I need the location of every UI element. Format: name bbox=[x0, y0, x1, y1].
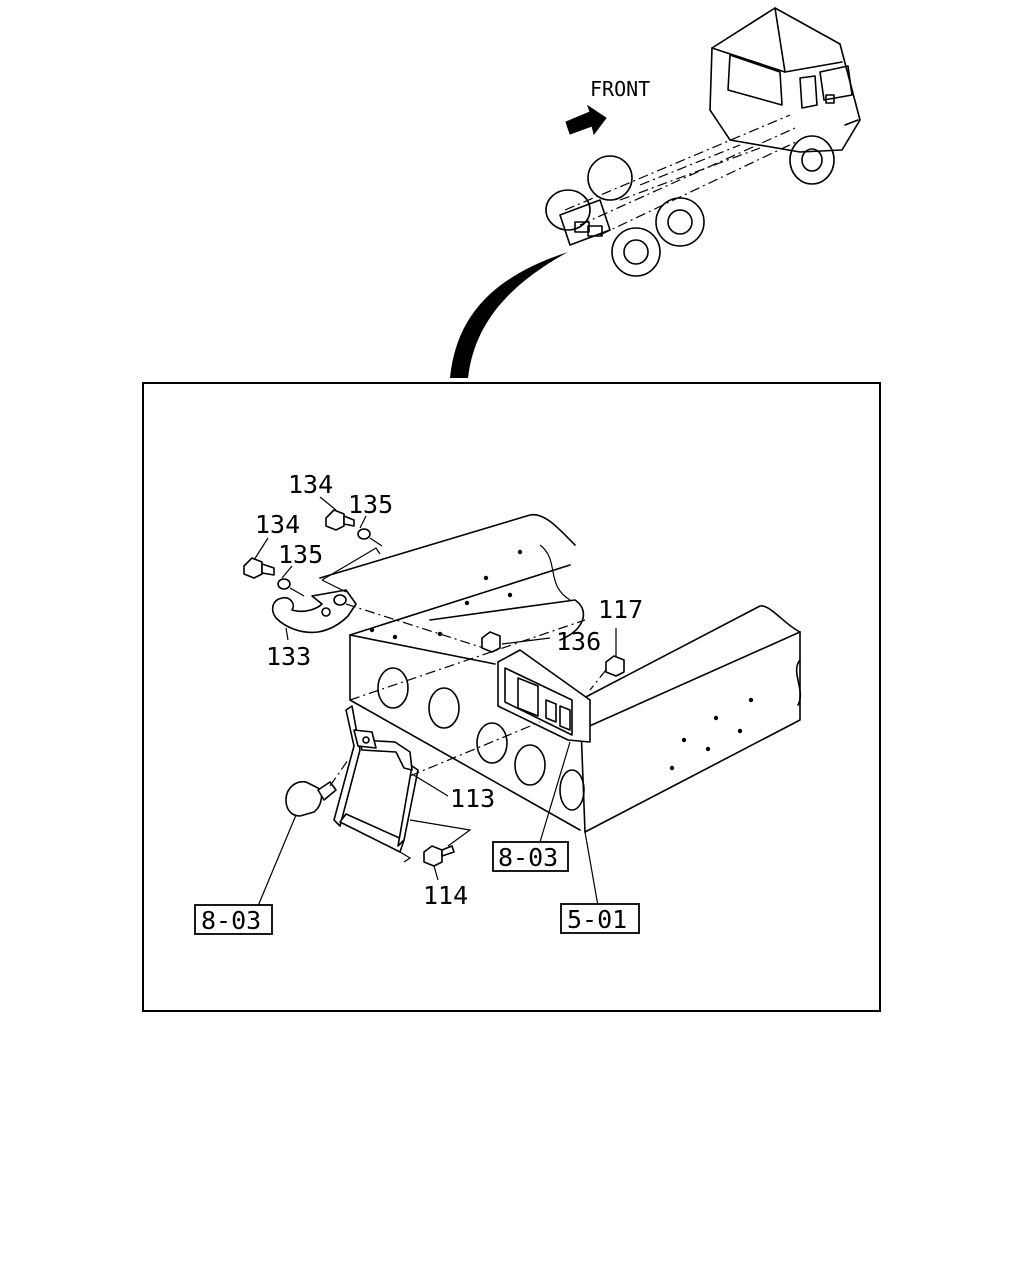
label-135-lower: 135 bbox=[278, 540, 323, 569]
ref-8-03-left: 8-03 bbox=[201, 906, 261, 935]
lamp-bracket bbox=[333, 705, 419, 863]
ref-5-01: 5-01 bbox=[567, 905, 627, 934]
bolt-114 bbox=[423, 845, 455, 867]
label-136: 136 bbox=[556, 627, 601, 656]
ref-box-frame bbox=[560, 903, 640, 934]
pointer-arc bbox=[450, 252, 568, 378]
detail-frame bbox=[142, 382, 881, 1012]
label-135-upper: 135 bbox=[348, 490, 393, 519]
ref-8-03-right: 8-03 bbox=[498, 843, 558, 872]
bolt-134-lower bbox=[243, 557, 275, 579]
label-133: 133 bbox=[266, 642, 311, 671]
label-134-lower: 134 bbox=[255, 510, 300, 539]
ref-box-lamp-right bbox=[492, 841, 569, 872]
side-marker-lamp bbox=[285, 780, 337, 817]
truck-overview bbox=[545, 7, 861, 277]
washer-135-upper bbox=[357, 528, 371, 540]
label-113: 113 bbox=[450, 784, 495, 813]
front-arrow-icon bbox=[565, 104, 607, 136]
chassis-frame bbox=[319, 514, 802, 833]
nut-117 bbox=[605, 655, 625, 677]
label-114: 114 bbox=[423, 881, 468, 910]
label-117: 117 bbox=[598, 595, 643, 624]
label-134-upper: 134 bbox=[288, 470, 333, 499]
front-label: FRONT bbox=[590, 77, 650, 101]
nut-136 bbox=[481, 631, 501, 653]
bolt-134-upper bbox=[325, 509, 355, 531]
tow-hook bbox=[271, 589, 357, 634]
washer-135-lower bbox=[277, 578, 291, 590]
ref-box-lamp-left bbox=[194, 904, 273, 935]
rear-combination-lamp bbox=[497, 649, 591, 743]
